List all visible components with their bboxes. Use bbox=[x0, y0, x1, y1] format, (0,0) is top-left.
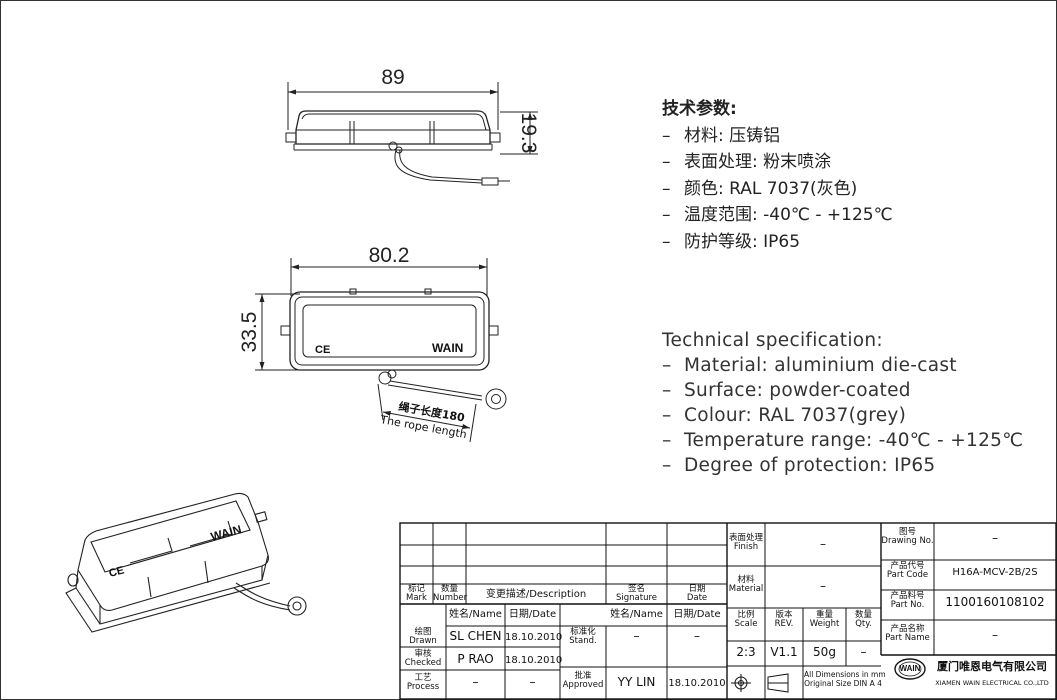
drawn-date: 18.10.2010 bbox=[505, 632, 563, 643]
top-width-dim: 33.5 bbox=[238, 312, 261, 353]
material-value: – bbox=[820, 579, 826, 593]
brand-mark-iso: WAIN bbox=[209, 522, 243, 544]
spec-en-title: Technical specification: bbox=[662, 330, 883, 351]
spec-cn-line: –材料: 压铸铝 bbox=[662, 125, 781, 146]
title-block-grid bbox=[399, 522, 1057, 700]
checked-name: P RAO bbox=[457, 652, 494, 666]
side-view bbox=[285, 82, 538, 186]
stand-name: – bbox=[633, 629, 640, 643]
spec-cn-block: 技术参数: –材料: 压铸铝 –表面处理: 粉末喷涂 –颜色: RAL 7037… bbox=[662, 96, 893, 255]
ce-mark-top: CE bbox=[315, 344, 330, 356]
rev-value: V1.1 bbox=[770, 645, 798, 659]
date-header: 日期/Date bbox=[508, 609, 557, 620]
process-name: – bbox=[472, 675, 479, 689]
side-length-dim: 89 bbox=[381, 66, 404, 89]
qty-value: – bbox=[860, 645, 867, 659]
ce-mark-iso: CE bbox=[108, 564, 126, 580]
projection-symbol-icon bbox=[731, 673, 789, 693]
part-name-value: – bbox=[992, 628, 998, 642]
top-length-dim: 80.2 bbox=[369, 244, 410, 267]
spec-en-line: –Surface: powder-coated bbox=[662, 380, 911, 401]
part-no-value: 1100160108102 bbox=[945, 595, 1045, 609]
weight-value: 50g bbox=[813, 645, 836, 659]
approved-name: YY LIN bbox=[617, 675, 656, 689]
finish-value: – bbox=[820, 537, 826, 551]
drawn-name: SL CHEN bbox=[449, 629, 502, 643]
name-header: 姓名/Name bbox=[449, 609, 502, 620]
spec-en-line: –Colour: RAL 7037(grey) bbox=[662, 405, 907, 426]
spec-en-block: Technical specification: –Material: alum… bbox=[662, 328, 1023, 478]
part-code-value: H16A-MCV-2B/2S bbox=[952, 567, 1038, 578]
company-logo-text: WAIN bbox=[899, 664, 921, 673]
description-label: 变更描述/Description bbox=[485, 589, 587, 600]
spec-cn-line: –颜色: RAL 7037(灰色) bbox=[662, 178, 858, 199]
spec-cn-line: –温度范围: -40℃ - +125℃ bbox=[662, 205, 893, 225]
name-header-2: 姓名/Name bbox=[610, 609, 663, 620]
isometric-view bbox=[65, 492, 307, 633]
spec-cn-line: –防护等级: IP65 bbox=[662, 231, 801, 252]
company-name-cn: 厦门唯恩电气有限公司 bbox=[937, 660, 1047, 673]
approved-date: 18.10.2010 bbox=[668, 678, 726, 689]
drawing-no-value: – bbox=[992, 531, 998, 545]
side-height-dim: 19.3 bbox=[517, 113, 540, 154]
spec-en-line: –Material: aluminium die-cast bbox=[662, 355, 957, 376]
process-date: – bbox=[529, 675, 536, 689]
scale-value: 2:3 bbox=[736, 645, 756, 659]
spec-cn-title: 技术参数: bbox=[662, 99, 737, 119]
company-name-en: XIAMEN WAIN ELECTRICAL CO.,LTD bbox=[935, 679, 1049, 687]
stand-date: – bbox=[694, 629, 700, 643]
spec-cn-line: –表面处理: 粉末喷涂 bbox=[662, 152, 832, 172]
spec-en-line: –Degree of protection: IP65 bbox=[662, 455, 936, 476]
company-logo-icon bbox=[894, 658, 926, 680]
brand-mark-top: WAIN bbox=[432, 341, 463, 355]
checked-date: 18.10.2010 bbox=[505, 655, 563, 666]
top-view bbox=[255, 258, 507, 443]
date-header-2: 日期/Date bbox=[673, 609, 721, 620]
spec-en-line: –Temperature range: -40℃ - +125℃ bbox=[662, 430, 1024, 451]
